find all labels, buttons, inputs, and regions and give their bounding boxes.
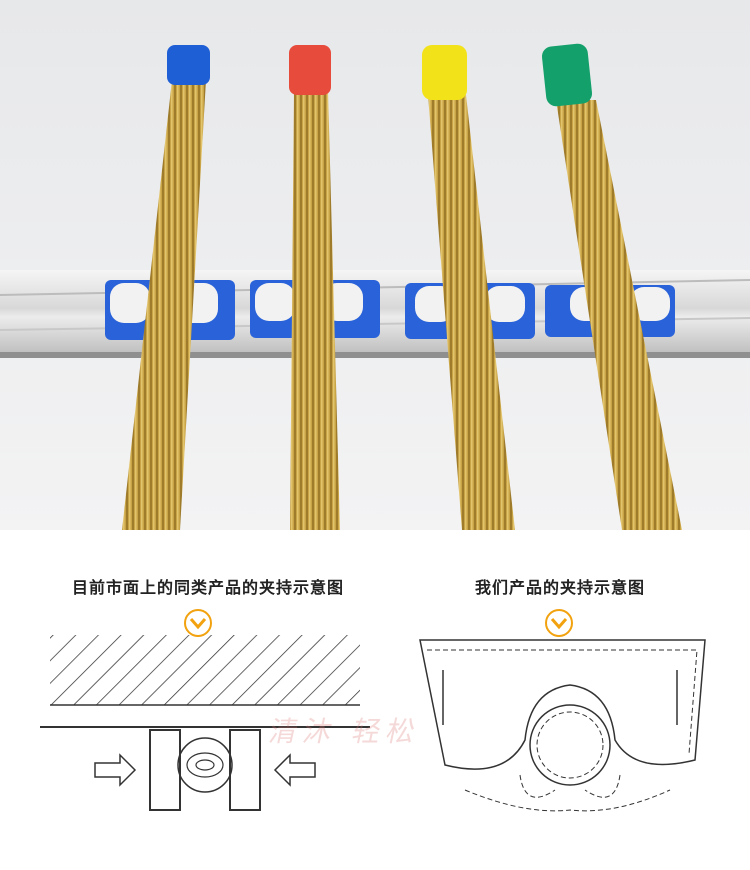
green-handle-cap bbox=[541, 43, 593, 107]
left-diagram-caption: 目前市面上的同类产品的夹持示意图 bbox=[71, 578, 344, 597]
clamping-diagrams: 目前市面上的同类产品的夹持示意图 我们产品的夹持示意图 bbox=[0, 530, 750, 870]
yellow-handle-cap bbox=[422, 45, 467, 100]
mop-pole-blue bbox=[122, 45, 210, 530]
mop-holder-photo bbox=[0, 0, 750, 530]
watermark: 清沐 轻松 bbox=[266, 715, 425, 748]
mop-pole-green bbox=[541, 43, 682, 530]
arrow-icon bbox=[273, 753, 316, 787]
chevron-down-circle-icon bbox=[545, 609, 573, 637]
competitor-clamp-diagram bbox=[40, 635, 370, 811]
red-handle-cap bbox=[289, 45, 331, 95]
product-photo bbox=[0, 0, 750, 530]
our-clamp-diagram bbox=[419, 639, 706, 812]
blue-handle-cap bbox=[167, 45, 210, 85]
mop-pole-yellow bbox=[422, 45, 515, 530]
mop-pole-red bbox=[289, 45, 340, 530]
arrow-icon bbox=[94, 753, 137, 787]
right-diagram-caption: 我们产品的夹持示意图 bbox=[474, 578, 645, 597]
